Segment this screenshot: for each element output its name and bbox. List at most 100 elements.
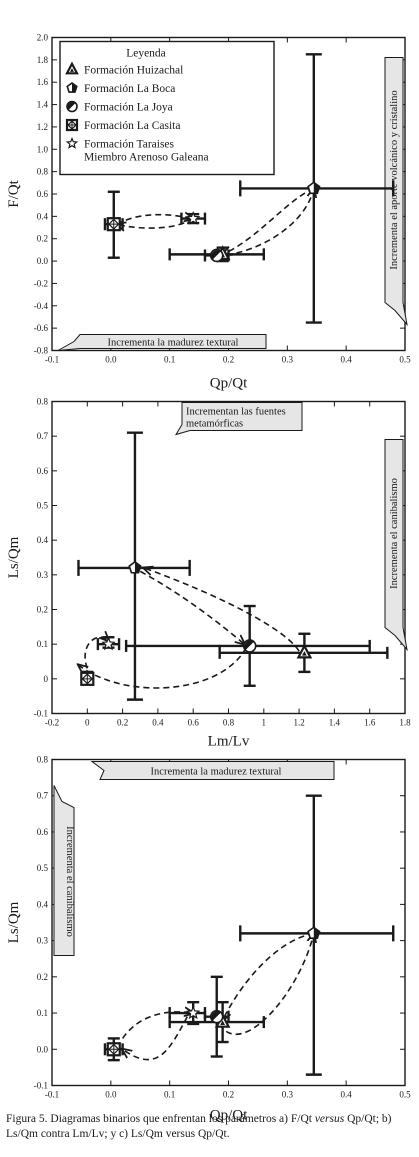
diamond-cross-marker-cross — [108, 219, 119, 229]
y-tick-label: 0.3 — [37, 570, 49, 580]
x-axis-label: Lm/Lv — [208, 734, 250, 750]
plot-frame — [51, 758, 406, 1087]
star-marker — [101, 636, 116, 651]
y-tick-label: 0.0 — [37, 1044, 49, 1054]
half-circle-marker-fill — [211, 1011, 221, 1021]
x-tick-label: 0.6 — [188, 718, 200, 728]
trend-arrow — [139, 570, 244, 644]
x-tick-label: 0.4 — [341, 355, 353, 365]
y-tick-label: 0.2 — [37, 234, 48, 244]
y-tick-label: 0.5 — [37, 501, 49, 511]
y-tick-label: 0.5 — [37, 863, 49, 873]
annotation-banner-0-text: Incrementan las fuentes — [186, 407, 286, 418]
trend-arrow — [223, 187, 315, 254]
x-tick-label: -0.2 — [45, 718, 59, 728]
triangle-marker-inner — [220, 1020, 226, 1025]
trend-arrow — [117, 217, 194, 229]
legend-label-line2: Miembro Arenoso Galeana — [84, 152, 209, 164]
annotation-banner-1: Incrementa el canibalismo — [53, 785, 75, 956]
y-tick-label: 1.6 — [37, 77, 49, 87]
annotation-banner-1-text: Incrementa el canibalismo — [64, 826, 75, 937]
legend-label: Formación Taraises — [84, 139, 175, 151]
trend-arrow — [84, 637, 108, 669]
caption-text-end: Qp/Qt; b) Ls/Qm contra Lm/Lv; y c) Ls/Qm… — [6, 1113, 392, 1140]
y-tick-label: 2.0 — [37, 33, 49, 43]
trend-arrow — [123, 1016, 189, 1061]
x-tick-label: 0.2 — [223, 355, 234, 365]
x-tick-label: 0.3 — [282, 1090, 294, 1100]
half-circle-marker-fill — [211, 250, 221, 260]
y-tick-label: 0.6 — [37, 827, 49, 837]
y-tick-label: 0.6 — [37, 189, 49, 199]
diamond-cross-marker-cross — [68, 121, 76, 129]
pentagon-marker-fill — [134, 561, 141, 573]
diamond-cross-marker-cross — [82, 674, 93, 684]
x-tick-label: 1.4 — [329, 718, 341, 728]
trend-arrow — [223, 932, 314, 1020]
data-point — [209, 1009, 224, 1024]
x-tick-label: 0.4 — [152, 718, 164, 728]
annotation-banner-0-shape — [90, 761, 335, 780]
data-point — [106, 1042, 121, 1057]
x-tick-label: 0.1 — [164, 1090, 175, 1100]
annotation-banner-0: Incrementa la madurez textural — [90, 761, 335, 780]
y-tick-label: -0.8 — [34, 346, 49, 356]
data-point — [128, 560, 142, 574]
y-tick-label: 1.4 — [37, 100, 49, 110]
plot-frame — [51, 400, 406, 715]
trend-arrow — [121, 1012, 194, 1039]
caption-italic: versus — [314, 1113, 345, 1125]
annotation-banner-0-shape — [57, 334, 267, 351]
x-tick-label: 1.8 — [399, 718, 411, 728]
triangle-marker-inner — [301, 651, 307, 656]
annotation-banner-0-shape — [174, 402, 303, 436]
data-point — [80, 671, 95, 686]
y-tick-label: 0.8 — [37, 755, 49, 765]
y-tick-label: -0.1 — [34, 1081, 48, 1091]
y-tick-label: 0.1 — [37, 639, 48, 649]
data-point — [209, 248, 224, 263]
legend-title: Leyenda — [126, 48, 166, 60]
y-tick-label: 0.2 — [37, 605, 48, 615]
y-tick-label: 0.4 — [37, 535, 49, 545]
pentagon-marker-fill — [72, 83, 77, 93]
y-axis-label: Ls/Qm — [6, 536, 22, 578]
x-tick-label: 0.3 — [282, 355, 294, 365]
x-axis-label: Qp/Qt — [210, 1108, 248, 1124]
legend-label: Formación La Casita — [84, 120, 180, 132]
legend-label: Formación Huizachal — [84, 65, 183, 77]
y-tick-label: 1.8 — [37, 55, 49, 65]
x-tick-label: 0.0 — [105, 355, 117, 365]
annotation-banner-1-text: Incrementa el aporte volcánico y cristal… — [389, 90, 400, 269]
y-tick-label: 0.8 — [37, 167, 49, 177]
annotation-banner-0-text2: metamórficas — [186, 419, 243, 430]
y-tick-label: -0.2 — [34, 278, 48, 288]
x-tick-label: 0.1 — [164, 355, 175, 365]
x-tick-label: -0.1 — [45, 1090, 59, 1100]
data-point — [242, 639, 257, 653]
annotation-banner-0-text: Incrementa la madurez textural — [108, 338, 239, 349]
data-point — [106, 217, 121, 232]
y-tick-label: 0.8 — [37, 397, 49, 407]
caption-text: Figura 5. Diagramas binarios que enfrent… — [6, 1113, 315, 1125]
x-axis-label: Qp/Qt — [210, 376, 248, 392]
annotation-banner-0-text: Incrementa la madurez textural — [151, 767, 282, 778]
pentagon-marker-fill — [313, 182, 320, 194]
y-tick-label: -0.1 — [34, 709, 48, 719]
x-tick-label: 0.4 — [341, 1090, 353, 1100]
y-tick-label: 1.2 — [37, 122, 48, 132]
y-tick-label: 0.4 — [37, 899, 49, 909]
y-tick-label: 0.7 — [37, 791, 49, 801]
x-tick-label: 0 — [85, 718, 90, 728]
x-tick-label: 1.2 — [293, 718, 304, 728]
legend-label: Formación La Joya — [84, 102, 173, 114]
figure-caption: Figura 5. Diagramas binarios que enfrent… — [6, 1112, 416, 1142]
legend-box — [59, 40, 275, 176]
y-axis-label: Ls/Qm — [6, 901, 22, 943]
annotation-banner-1-shape — [384, 439, 408, 652]
trend-arrow — [144, 568, 300, 652]
y-tick-label: 0.1 — [37, 1008, 48, 1018]
